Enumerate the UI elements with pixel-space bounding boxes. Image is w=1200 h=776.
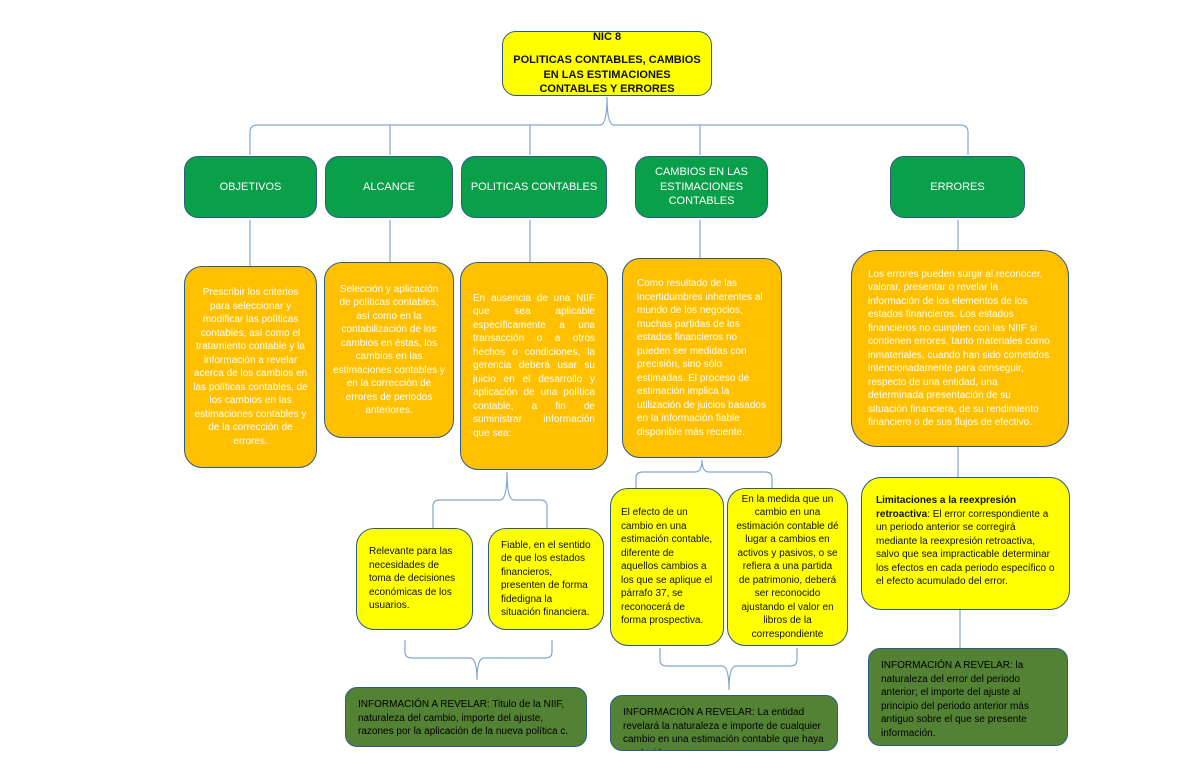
sub-relevante: Relevante para las necesidades de toma d… xyxy=(356,528,473,630)
header-politicas-contables: POLITICAS CONTABLES xyxy=(461,156,607,218)
header-alcance: ALCANCE xyxy=(325,156,453,218)
info-cambios: INFORMACIÓN A REVELAR: La entidad revela… xyxy=(610,695,838,751)
desc-alcance: Selección y aplicación de políticas cont… xyxy=(324,262,454,438)
desc-cambios: Como resultado de las incertidumbres inh… xyxy=(622,258,782,458)
title-line2: POLITICAS CONTABLES, CAMBIOS EN LAS ESTI… xyxy=(513,53,701,96)
limitaciones-label: Limitaciones a la reexpresión retroactiv… xyxy=(876,495,1017,520)
sub-efecto: El efecto de un cambio en una estimación… xyxy=(610,488,724,646)
info-errores: INFORMACIÓN A REVELAR: la naturaleza del… xyxy=(868,648,1068,746)
desc-errores: Los errores pueden surgir al reconocer, … xyxy=(851,250,1069,447)
desc-politicas: En ausencia de una NIIF que sea aplicabl… xyxy=(460,262,608,470)
header-objetivos: OBJETIVOS xyxy=(184,156,317,218)
desc-objetivos: Prescribir los criterios para selecciona… xyxy=(184,266,317,468)
limitaciones-text: : El error correspondiente a un periodo … xyxy=(876,508,1055,588)
info-politicas: INFORMACIÓN A REVELAR: Titulo de la NIIF… xyxy=(345,687,587,747)
title-line1: NIC 8 xyxy=(592,30,622,43)
header-cambios-estimaciones: CAMBIOS EN LAS ESTIMACIONES CONTABLES xyxy=(635,156,768,218)
sub-limitaciones: Limitaciones a la reexpresión retroactiv… xyxy=(861,477,1070,610)
header-errores: ERRORES xyxy=(890,156,1025,218)
title-box: NIC 8 POLITICAS CONTABLES, CAMBIOS EN LA… xyxy=(502,31,712,96)
sub-medida: En la medida que un cambio en una estima… xyxy=(727,488,848,646)
sub-fiable: Fiable, en el sentido de que los estados… xyxy=(488,528,604,630)
